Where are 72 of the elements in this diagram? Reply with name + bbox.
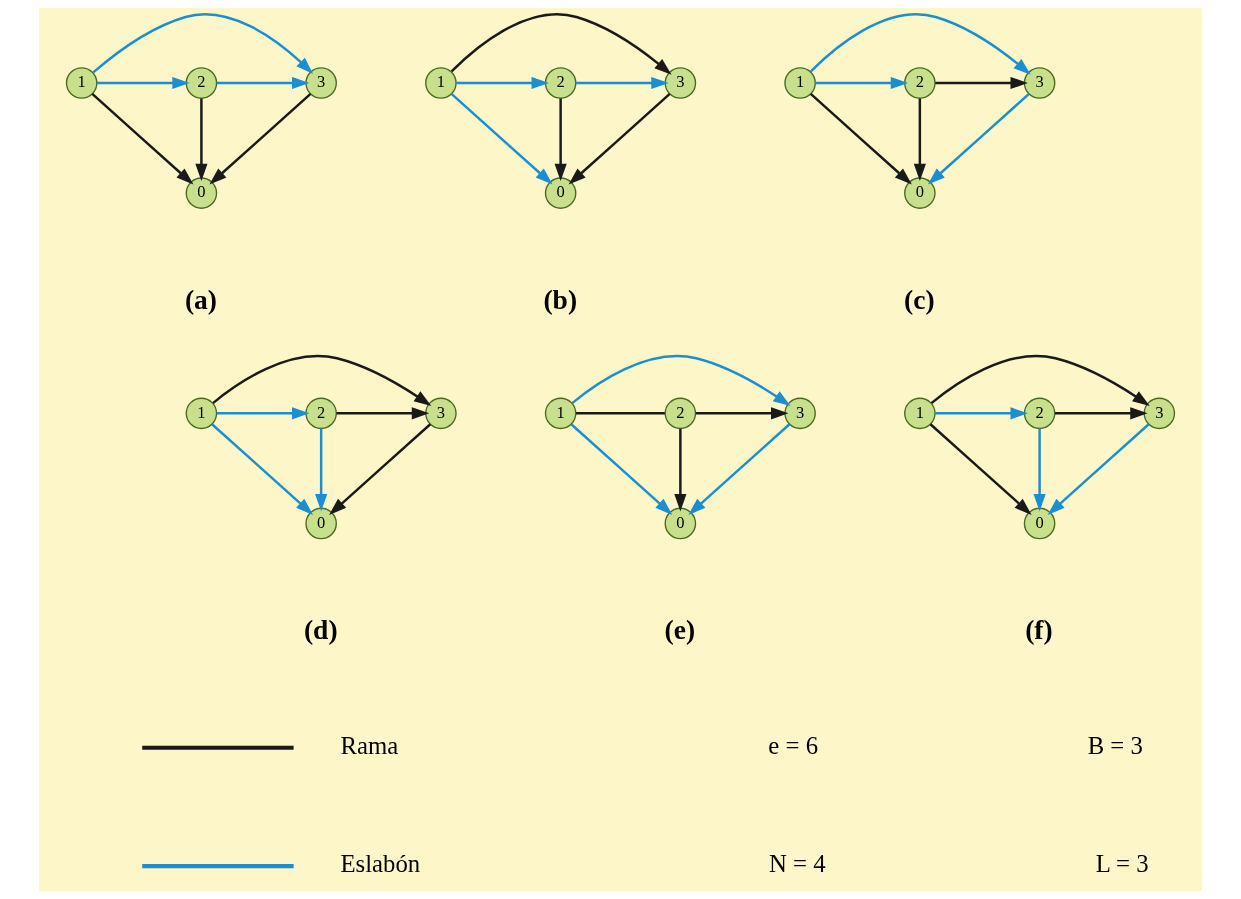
node-circle: 2 <box>1023 397 1056 430</box>
node-circle: 1 <box>65 67 98 99</box>
node-circle: 0 <box>544 177 577 209</box>
node-circle: 0 <box>185 177 218 209</box>
arrow <box>216 76 310 90</box>
arrow <box>336 407 430 420</box>
label: (a) <box>184 283 217 315</box>
node-circle: 2 <box>544 67 577 99</box>
node-circle: 2 <box>904 67 936 99</box>
node-circle: 3 <box>425 397 457 430</box>
arrow <box>810 13 1031 75</box>
arrow <box>688 423 791 515</box>
arrow <box>1047 423 1150 515</box>
arrow <box>935 76 1028 90</box>
node-circle: 3 <box>664 67 697 99</box>
arrow <box>913 98 926 182</box>
arrow <box>554 98 567 182</box>
node-circle: 3 <box>784 397 816 430</box>
label: (e) <box>664 614 696 646</box>
legend-label: Eslabón <box>340 850 421 878</box>
label: (f) <box>1025 614 1053 646</box>
node-circle: 0 <box>664 507 697 540</box>
arrow <box>450 13 672 75</box>
arrow <box>1033 428 1046 512</box>
node-circle: 1 <box>784 67 816 99</box>
node-circle: 0 <box>305 507 337 540</box>
label: B = 3 <box>1087 731 1143 759</box>
arrow <box>91 93 194 185</box>
node-circle: 3 <box>1023 67 1056 99</box>
node-circle: 2 <box>305 397 337 430</box>
arrow <box>456 76 549 90</box>
arrow <box>195 98 208 182</box>
arrow <box>695 407 789 420</box>
node-circle: 1 <box>904 397 936 430</box>
arrow <box>92 13 314 75</box>
node-circle: 3 <box>305 67 337 99</box>
arrow <box>809 93 912 185</box>
node-circle: 0 <box>1023 507 1056 540</box>
arrow <box>674 428 687 512</box>
node-circle: 2 <box>664 397 697 430</box>
node-circle: 1 <box>185 397 218 430</box>
arrow <box>927 93 1030 185</box>
arrow <box>930 354 1150 407</box>
arrow <box>209 93 312 185</box>
node-circle: 1 <box>544 397 577 430</box>
label: (b) <box>543 283 578 315</box>
node-circle: 0 <box>904 177 936 209</box>
arrow <box>212 354 432 407</box>
arrow <box>570 423 673 515</box>
arrow <box>1055 407 1148 420</box>
arrow <box>216 407 310 420</box>
arrow <box>815 76 909 90</box>
connector <box>576 412 665 415</box>
label: (d) <box>303 614 338 646</box>
arrow <box>211 423 314 515</box>
legend-label: Rama <box>340 731 399 759</box>
arrow <box>935 407 1028 420</box>
label: N = 4 <box>769 850 826 878</box>
arrow <box>329 423 432 515</box>
arrow <box>568 93 671 185</box>
arrow <box>315 428 328 512</box>
node-circle: 2 <box>185 67 218 99</box>
arrow <box>97 76 190 90</box>
arrow <box>576 76 669 90</box>
arrow <box>929 423 1032 515</box>
arrow <box>571 354 791 407</box>
label: L = 3 <box>1095 850 1149 878</box>
node-circle: 1 <box>425 67 457 99</box>
label: e = 6 <box>768 731 819 759</box>
node-circle: 3 <box>1143 397 1176 430</box>
label: (c) <box>904 283 935 315</box>
arrow <box>450 93 553 185</box>
